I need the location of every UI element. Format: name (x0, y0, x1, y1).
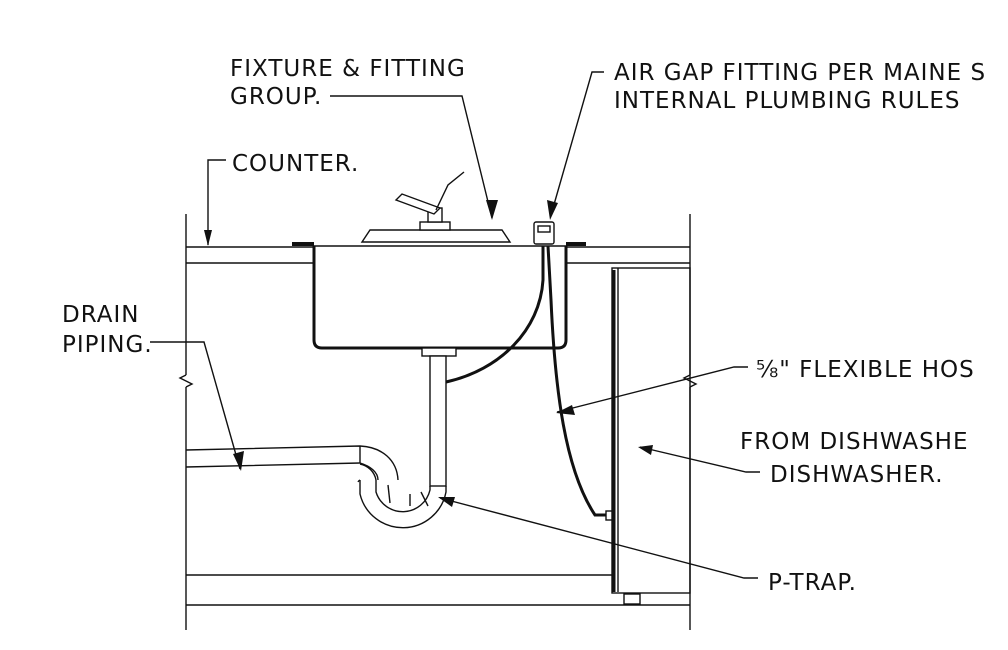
cabinet-left-wall (178, 214, 194, 630)
label-drain-line2: PIPING. (62, 332, 153, 358)
dishwasher (611, 267, 691, 605)
faucet (360, 171, 512, 243)
label-counter: COUNTER. (232, 151, 359, 177)
label-dishwasher: DISHWASHER. (770, 462, 944, 488)
label-ptrap: P-TRAP. (768, 570, 857, 596)
tailpiece (421, 347, 457, 487)
label-fixture-line1: FIXTURE & FITTING (230, 56, 466, 82)
drain-pipe (185, 445, 399, 481)
counter-top (186, 246, 690, 264)
p-trap (357, 463, 447, 529)
label-fixture-line2: GROUP. (230, 84, 322, 110)
label-hose-line2: FROM DISHWASHE (740, 429, 969, 455)
dishwasher-drain-hose (445, 245, 614, 521)
label-drain-line1: DRAIN (62, 302, 139, 328)
air-gap-fitting (533, 221, 555, 245)
label-air-gap-line2: INTERNAL PLUMBING RULES (614, 88, 961, 114)
label-air-gap-line1: AIR GAP FITTING PER MAINE S (614, 60, 986, 86)
cabinet-base (186, 574, 690, 606)
leader-lines (150, 71, 760, 579)
label-hose-line1: ⅝" FLEXIBLE HOS (756, 357, 975, 383)
